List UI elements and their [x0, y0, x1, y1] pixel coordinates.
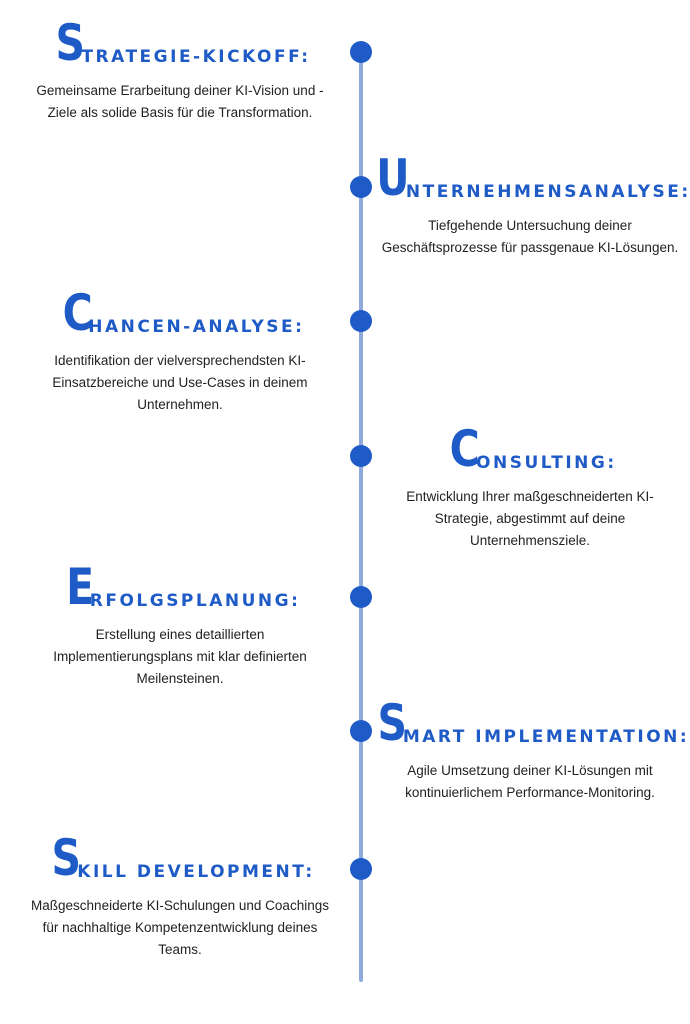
- step-title: U NTERNEHMENSANALYSE:: [376, 149, 689, 207]
- step-title: S MART IMPLEMENTATION:: [377, 694, 686, 752]
- step-title-rest: ONSULTING:: [476, 453, 617, 473]
- step-description: Identifikation der vielversprechendsten …: [52, 353, 308, 412]
- step-title-initial: E: [65, 558, 94, 616]
- timeline-dot: [350, 586, 372, 608]
- step-description: Agile Umsetzung deiner KI-Lösungen mit k…: [405, 763, 655, 800]
- step-title-rest: HANCEN-ANALYSE:: [88, 317, 305, 337]
- timeline-dot: [350, 858, 372, 880]
- step-title-rest: KILL DEVELOPMENT:: [77, 862, 315, 882]
- step-smart-implementation: S MART IMPLEMENTATION: Agile Umsetzung d…: [377, 694, 686, 804]
- step-title: E RFOLGSPLANUNG:: [30, 562, 330, 612]
- step-title-rest: MART IMPLEMENTATION:: [402, 727, 690, 747]
- step-title: C ONSULTING:: [380, 424, 680, 474]
- step-erfolgsplanung: E RFOLGSPLANUNG: Erstellung eines detail…: [30, 562, 330, 690]
- step-description: Erstellung eines detaillierten Implement…: [53, 627, 307, 686]
- timeline-dot: [350, 445, 372, 467]
- step-description: Tiefgehende Untersuchung deiner Geschäft…: [381, 218, 679, 255]
- step-chancen-analyse: C HANCEN-ANALYSE: Identifikation der vie…: [30, 288, 330, 416]
- timeline-dot: [350, 176, 372, 198]
- step-title-initial: S: [377, 694, 407, 752]
- step-description: Maßgeschneiderte KI-Schulungen und Coach…: [31, 898, 329, 957]
- timeline-dot: [350, 41, 372, 63]
- timeline-dot: [350, 720, 372, 742]
- step-title: S TRATEGIE-KICKOFF:: [30, 18, 330, 68]
- step-title: C HANCEN-ANALYSE:: [30, 288, 330, 338]
- step-title-initial: C: [62, 284, 93, 342]
- step-strategie-kickoff: S TRATEGIE-KICKOFF: Gemeinsame Erarbeitu…: [30, 18, 330, 124]
- timeline-dot: [350, 310, 372, 332]
- step-title-rest: TRATEGIE-KICKOFF:: [81, 47, 311, 67]
- step-title-rest: NTERNEHMENSANALYSE:: [405, 182, 690, 202]
- step-unternehmensanalyse: U NTERNEHMENSANALYSE: Tiefgehende Unters…: [376, 149, 689, 259]
- step-title-initial: S: [51, 829, 82, 887]
- step-description: Entwicklung Ihrer maßgeschneiderten KI-S…: [406, 489, 654, 548]
- step-title: S KILL DEVELOPMENT:: [30, 833, 330, 883]
- step-title-initial: S: [55, 14, 86, 72]
- step-description: Gemeinsame Erarbeitung deiner KI-Vision …: [36, 83, 324, 120]
- step-title-initial: U: [376, 149, 410, 207]
- step-skill-development: S KILL DEVELOPMENT: Maßgeschneiderte KI-…: [30, 833, 330, 961]
- step-consulting: C ONSULTING: Entwicklung Ihrer maßgeschn…: [380, 424, 680, 552]
- timeline-line: [359, 52, 363, 982]
- step-title-rest: RFOLGSPLANUNG:: [89, 591, 301, 611]
- step-title-initial: C: [449, 420, 481, 478]
